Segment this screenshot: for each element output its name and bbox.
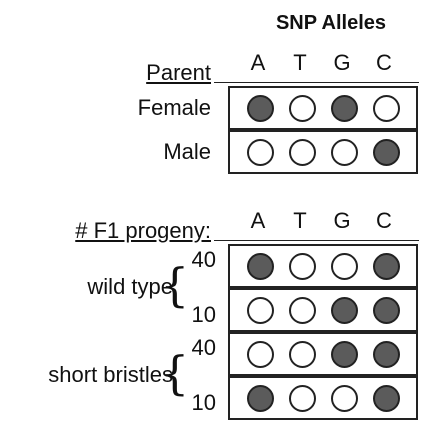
allele-circle-c-filled	[373, 341, 400, 368]
parent-label-female: Female	[137, 95, 211, 120]
progeny-count: 40	[191, 247, 216, 272]
allele-circle-g-filled	[331, 341, 358, 368]
allele-circle-g-empty	[331, 139, 358, 166]
progeny-row-4	[228, 376, 418, 420]
parent-allele-c: C	[376, 50, 392, 75]
progeny-row-2	[228, 288, 418, 332]
allele-circle-t-empty	[289, 385, 316, 412]
allele-circle-a-filled	[247, 95, 274, 122]
brace-wild-type: {	[160, 258, 190, 312]
allele-circle-t-empty	[289, 139, 316, 166]
progeny-count: 10	[191, 390, 216, 415]
progeny-count: 10	[191, 302, 216, 327]
allele-circle-c-filled	[373, 139, 400, 166]
allele-circle-c-filled	[373, 385, 400, 412]
brace-short-bristles: {	[160, 346, 190, 400]
allele-circle-g-filled	[331, 95, 358, 122]
allele-circle-c-filled	[373, 297, 400, 324]
group-label-short-bristles: short bristles	[48, 362, 173, 387]
progeny-row-3	[228, 332, 418, 376]
allele-circle-g-empty	[331, 385, 358, 412]
parent-row-female	[228, 86, 418, 130]
allele-circle-a-empty	[247, 341, 274, 368]
allele-circle-a-empty	[247, 297, 274, 324]
allele-circle-g-empty	[331, 253, 358, 280]
parent-header-rule	[214, 82, 419, 83]
diagram-title: SNP Alleles	[275, 12, 387, 34]
progeny-allele-g: G	[333, 208, 351, 233]
parent-allele-t: T	[293, 50, 307, 75]
progeny-allele-a: A	[250, 208, 266, 233]
parent-row-male	[228, 130, 418, 174]
allele-circle-c-empty	[373, 95, 400, 122]
parent-allele-a: A	[250, 50, 266, 75]
progeny-header: # F1 progeny:	[75, 218, 211, 243]
progeny-allele-c: C	[376, 208, 392, 233]
allele-circle-a-filled	[247, 385, 274, 412]
group-label-wild-type: wild type	[87, 274, 173, 299]
allele-circle-g-filled	[331, 297, 358, 324]
parent-allele-g: G	[333, 50, 351, 75]
allele-circle-t-empty	[289, 253, 316, 280]
progeny-count: 40	[191, 335, 216, 360]
allele-circle-t-empty	[289, 95, 316, 122]
allele-circle-a-filled	[247, 253, 274, 280]
progeny-header-rule	[214, 240, 419, 241]
parent-header: Parent	[146, 60, 211, 85]
parent-label-male: Male	[163, 139, 211, 164]
allele-circle-t-empty	[289, 297, 316, 324]
allele-circle-t-empty	[289, 341, 316, 368]
progeny-row-1	[228, 244, 418, 288]
allele-circle-a-empty	[247, 139, 274, 166]
progeny-allele-t: T	[293, 208, 307, 233]
allele-circle-c-filled	[373, 253, 400, 280]
